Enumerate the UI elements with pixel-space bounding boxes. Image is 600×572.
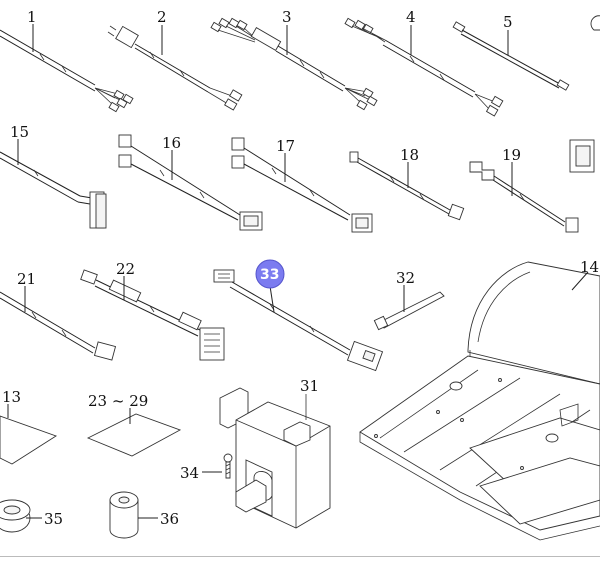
partial-part-right-edge — [590, 15, 600, 31]
cable-part-3[interactable] — [210, 17, 378, 111]
cover-panel-part-14[interactable] — [359, 261, 600, 541]
part-label-18: 18 — [400, 146, 419, 164]
part-label-2: 2 — [157, 8, 167, 26]
selected-part-marker[interactable] — [255, 259, 285, 289]
cable-part-33[interactable] — [213, 269, 384, 372]
cable-part-5[interactable] — [452, 21, 570, 91]
part-label-33[interactable]: 33 — [260, 267, 279, 283]
ring-part-35[interactable] — [0, 499, 31, 533]
actuator-part-31[interactable] — [219, 387, 331, 529]
part-label-17: 17 — [276, 137, 295, 155]
partial-connector-right-edge — [569, 139, 595, 173]
cable-part-2[interactable] — [107, 25, 243, 111]
part-label-35: 35 — [44, 510, 63, 528]
part-label-32: 32 — [396, 269, 415, 287]
part-label-15: 15 — [10, 123, 29, 141]
bottom-divider — [0, 556, 600, 557]
sheet-parts-23-29[interactable] — [86, 413, 182, 457]
part-label-14: 14 — [580, 258, 599, 276]
part-label-4: 4 — [406, 8, 416, 26]
cable-part-18[interactable] — [349, 151, 465, 221]
part-label-21: 21 — [17, 270, 36, 288]
spacer-part-36[interactable] — [109, 491, 139, 539]
part-label-31: 31 — [300, 377, 319, 395]
cable-tie-part-32[interactable] — [373, 291, 445, 331]
cable-part-21[interactable] — [0, 291, 117, 361]
cable-part-15[interactable] — [0, 151, 107, 229]
part-label-1: 1 — [27, 8, 37, 26]
part-label-36: 36 — [160, 510, 179, 528]
cable-part-16[interactable] — [118, 134, 263, 231]
part-label-34: 34 — [180, 464, 199, 482]
cable-part-19[interactable] — [469, 161, 579, 233]
part-label-19: 19 — [502, 146, 521, 164]
screw-part-34[interactable] — [223, 453, 233, 479]
part-label-5: 5 — [503, 13, 513, 31]
cable-part-4[interactable] — [344, 17, 504, 117]
cable-part-17[interactable] — [231, 137, 373, 233]
cable-part-1[interactable] — [0, 29, 134, 113]
part-label-22: 22 — [116, 260, 135, 278]
part-label-16: 16 — [162, 134, 181, 152]
cable-part-22[interactable] — [80, 269, 225, 361]
part-label-13: 13 — [2, 388, 21, 406]
sheet-part-13[interactable] — [0, 415, 58, 465]
part-label-3: 3 — [282, 8, 292, 26]
part-label-23-29: 23 ~ 29 — [88, 392, 148, 410]
